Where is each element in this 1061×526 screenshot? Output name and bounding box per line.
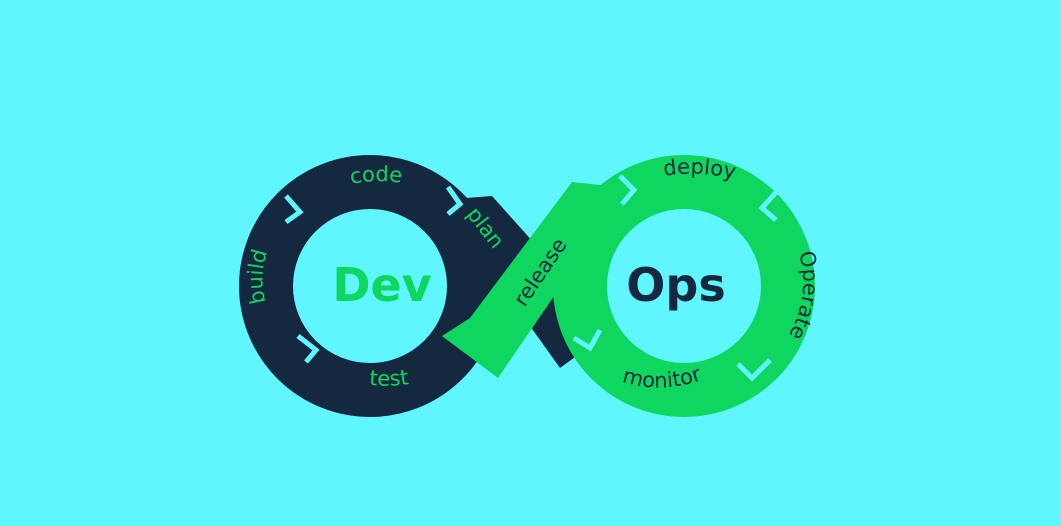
ops-separator — [736, 358, 772, 382]
dev-separator — [445, 185, 464, 216]
dev-separator — [284, 194, 304, 225]
ops-separator — [572, 328, 603, 352]
release-strip — [442, 182, 628, 378]
dev-label: Dev — [332, 258, 431, 312]
ops-ring — [553, 155, 815, 417]
stage-label-code: code — [348, 162, 404, 189]
stage-label-test: test — [368, 365, 409, 391]
ops-label: Ops — [626, 258, 725, 312]
ops-separator — [758, 186, 782, 222]
dev-ring — [239, 155, 501, 417]
ops-separator — [618, 174, 638, 206]
dev-separator — [296, 334, 320, 364]
ops-loop — [442, 155, 815, 417]
